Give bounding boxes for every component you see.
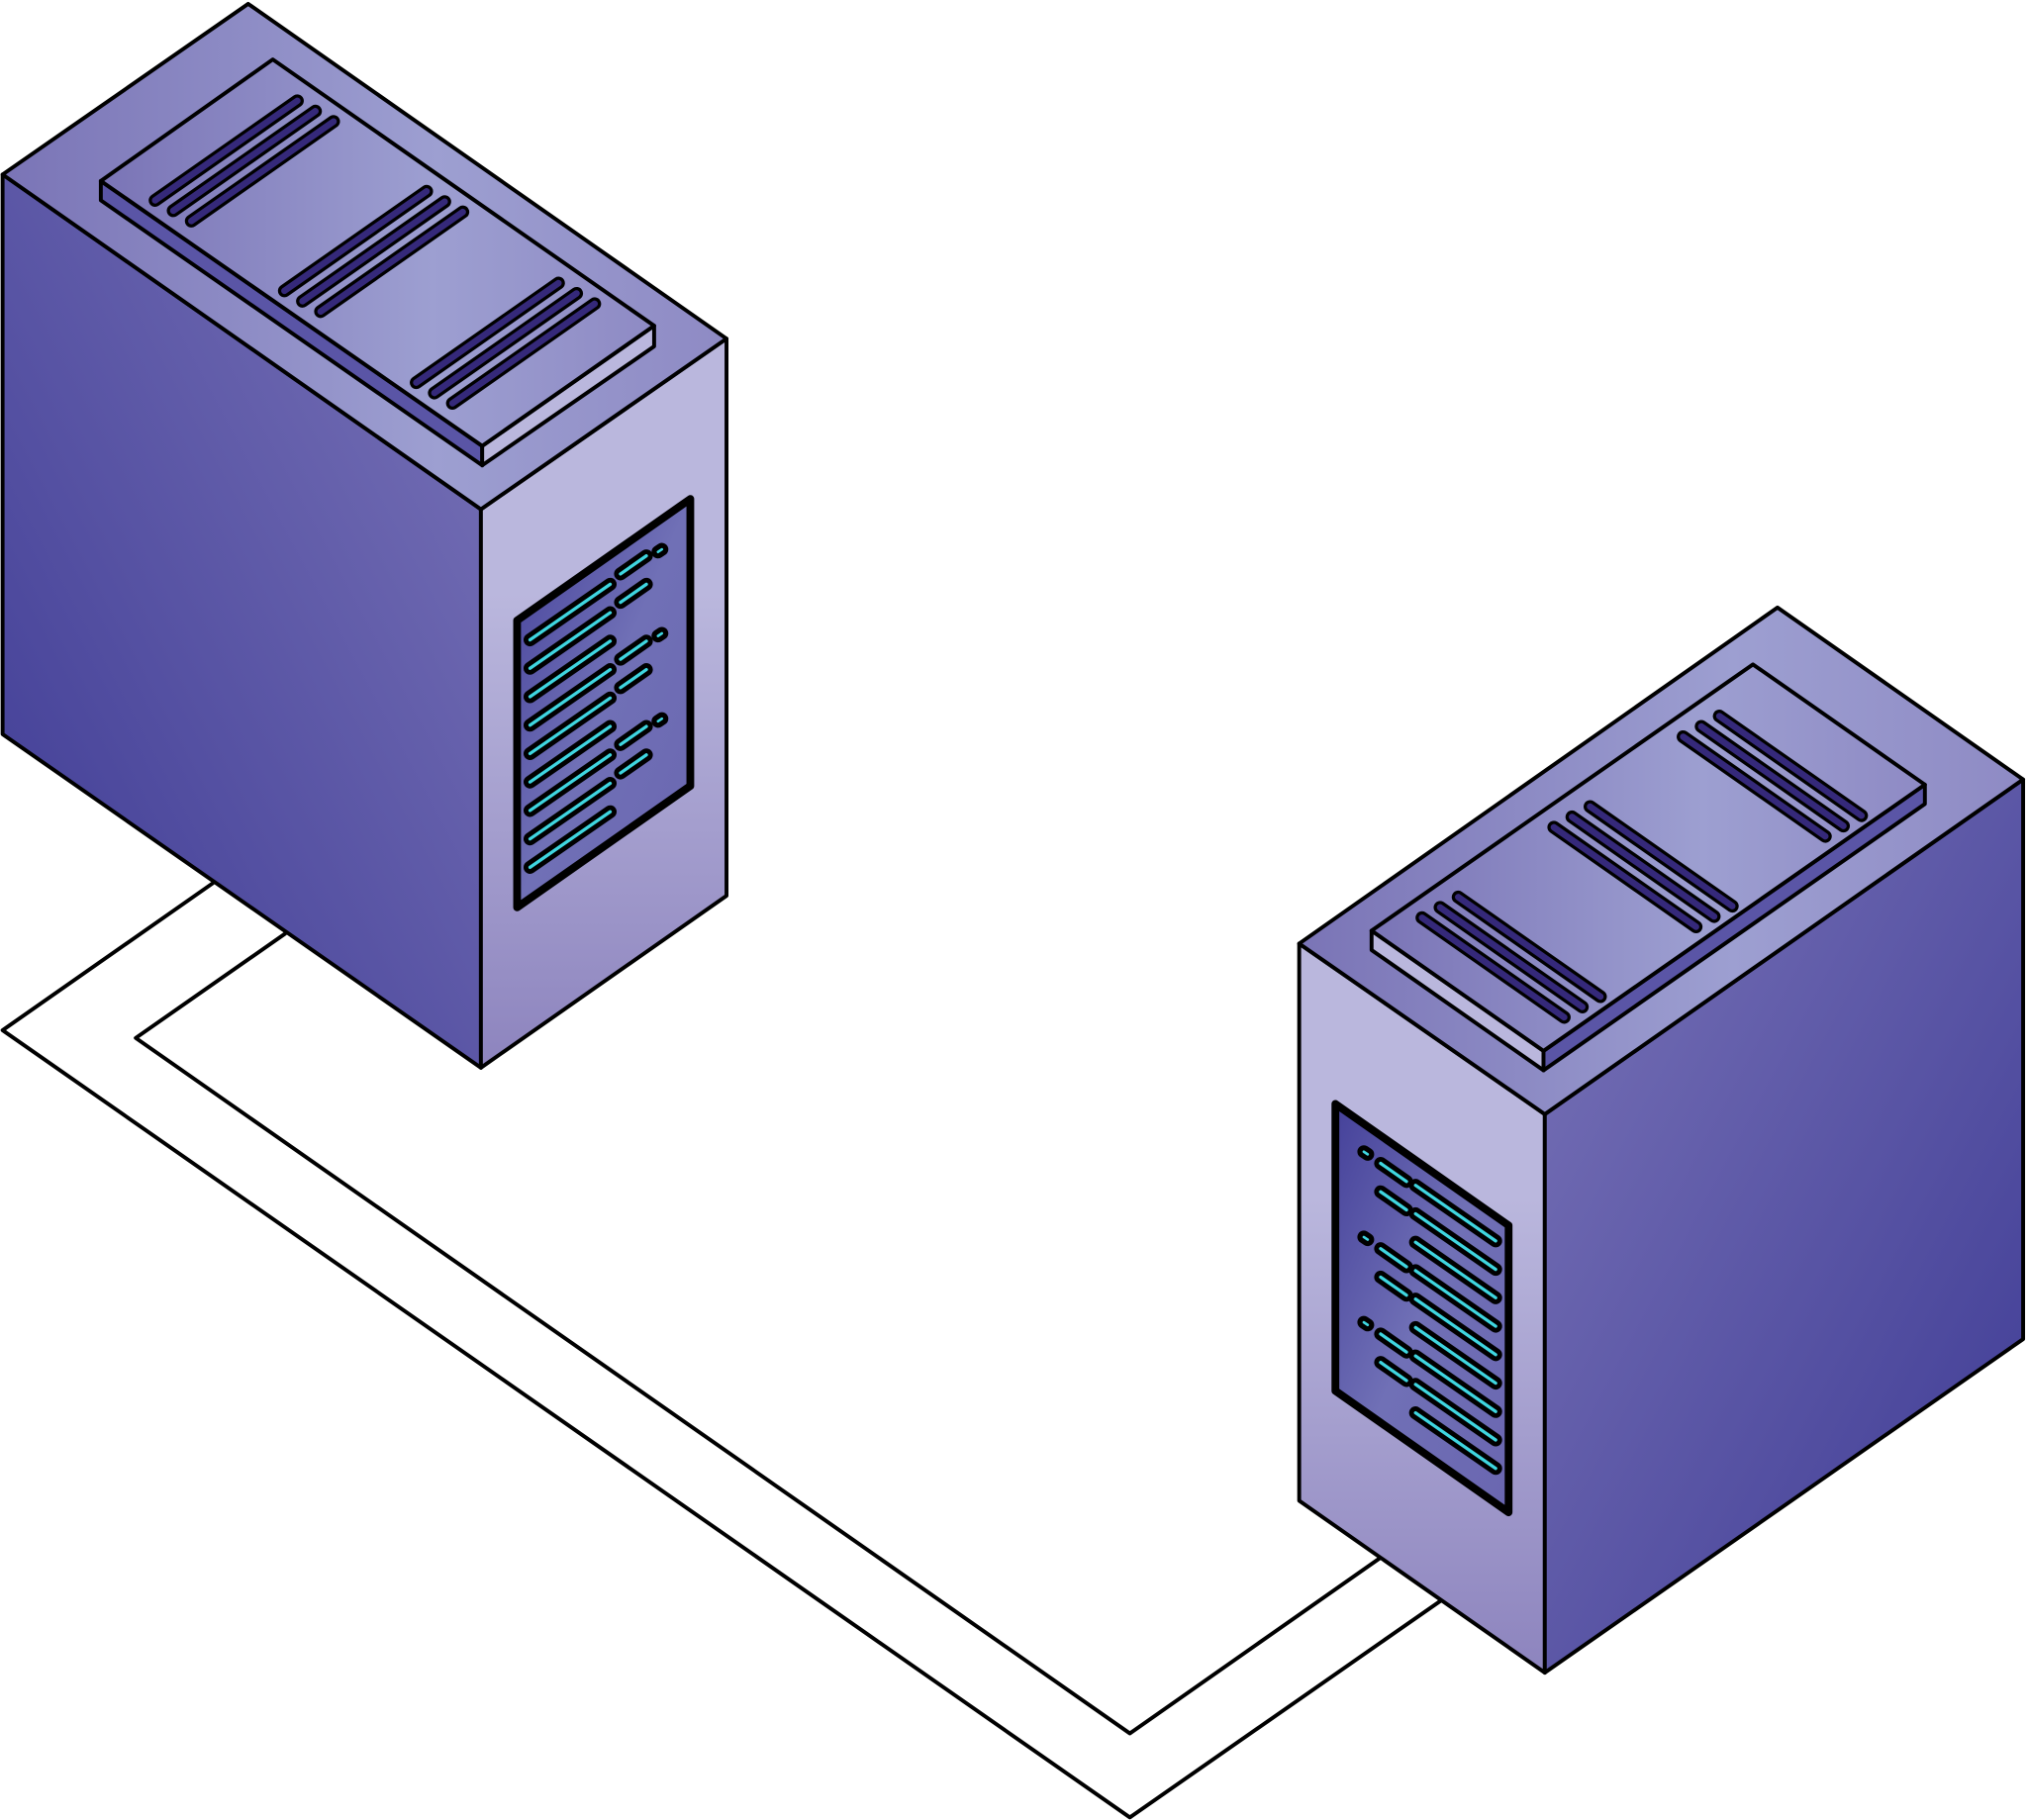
vent-slot-fill <box>169 108 319 215</box>
status-light-fill <box>656 717 664 723</box>
vent-slot-fill <box>151 97 301 204</box>
vent-slot-fill <box>1436 904 1586 1010</box>
vent-slot-fill <box>317 208 466 316</box>
drive-slot-fill <box>1413 1184 1497 1243</box>
drive-slot-fill <box>1413 1383 1497 1442</box>
drive-slot-fill <box>528 667 613 727</box>
vent-slot-fill <box>448 300 599 407</box>
vent-slot-fill <box>188 118 338 225</box>
vent-slot-fill <box>1568 814 1718 920</box>
drive-indicator-fill <box>1379 1190 1408 1212</box>
drive-slot-fill <box>1413 1269 1497 1328</box>
status-light-fill <box>1362 1150 1370 1156</box>
server-left <box>0 1 729 1070</box>
vent-slot-fill <box>1587 803 1736 910</box>
drive-slot-fill <box>528 781 613 841</box>
drive-slot-fill <box>1413 1325 1497 1386</box>
vent-slot-fill <box>431 290 580 397</box>
drive-indicator-fill <box>1379 1332 1408 1354</box>
drive-slot-fill <box>528 810 613 870</box>
server-left-vents <box>148 94 602 411</box>
drive-indicator-fill <box>1379 1275 1408 1297</box>
cable-inner-edge <box>134 931 1383 1736</box>
drive-indicator-fill <box>619 582 648 605</box>
drive-slot-fill <box>528 582 613 642</box>
drive-slot-fill <box>528 753 613 813</box>
drive-slot-fill <box>1413 1240 1497 1299</box>
drive-indicator-fill <box>1379 1247 1408 1269</box>
status-light-fill <box>656 631 664 637</box>
server-right-drives <box>1357 1145 1502 1476</box>
drive-slot-fill <box>1413 1354 1497 1413</box>
drive-slot-fill <box>528 639 613 699</box>
drive-indicator-fill <box>619 724 648 746</box>
server-right-vents <box>1415 710 1869 1024</box>
drive-slot-fill <box>1413 1211 1497 1272</box>
status-light-fill <box>1362 1320 1370 1327</box>
drive-indicator-fill <box>619 753 648 775</box>
vent-slot-fill <box>1418 914 1568 1021</box>
vent-slot-fill <box>1697 722 1847 829</box>
cable-outer-edge <box>0 881 1443 1820</box>
server-left-drives <box>523 542 669 874</box>
drive-slot-fill <box>1413 1297 1497 1357</box>
drive-indicator-fill <box>619 667 648 690</box>
status-light-fill <box>656 547 664 554</box>
drive-indicator-fill <box>619 553 648 576</box>
vent-slot-fill <box>413 279 562 386</box>
vent-slot-fill <box>1680 733 1829 840</box>
vent-slot-fill <box>1550 823 1699 930</box>
drive-indicator-fill <box>1379 1361 1408 1383</box>
network-cable <box>0 881 1443 1820</box>
vent-slot-fill <box>1455 894 1604 1001</box>
drive-slot-fill <box>528 611 613 670</box>
drive-indicator-fill <box>1379 1161 1408 1184</box>
vent-slot-fill <box>281 188 431 295</box>
vent-slot-fill <box>1715 713 1866 819</box>
drive-slot-fill <box>1413 1410 1497 1471</box>
drive-slot-fill <box>528 724 613 784</box>
status-light-fill <box>1362 1235 1370 1241</box>
drive-slot-fill <box>528 696 613 756</box>
vent-slot-fill <box>299 198 448 305</box>
drive-indicator-fill <box>619 639 648 661</box>
server-right <box>1297 605 2026 1676</box>
